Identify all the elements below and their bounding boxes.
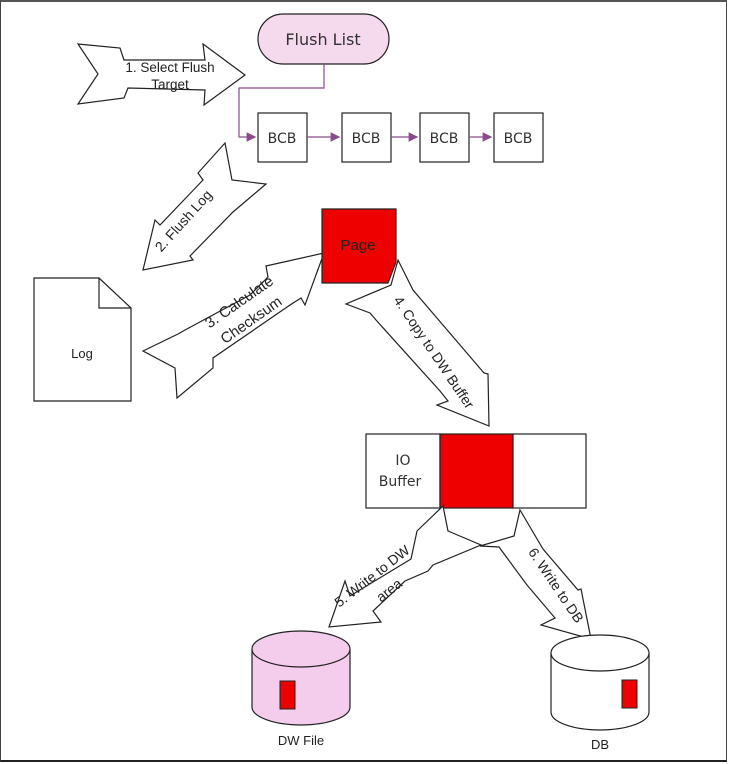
step-1-arrow: 1. Select Flush Target bbox=[76, 42, 247, 107]
dw-file-cylinder: DW File bbox=[251, 630, 351, 748]
io-buffer-label-line2: Buffer bbox=[379, 474, 422, 490]
bcb-node: BCB bbox=[341, 112, 392, 163]
page-node: Page bbox=[321, 208, 397, 284]
step-3-arrow: 3. Calculate Checksum bbox=[141, 252, 325, 400]
bcb-node: BCB bbox=[493, 112, 544, 163]
db-cylinder: DB bbox=[550, 634, 650, 752]
bcb-label: BCB bbox=[268, 131, 297, 147]
io-buffer-slot-label bbox=[365, 433, 441, 509]
io-buffer-slot-empty bbox=[512, 433, 587, 509]
step-1-label-line2: Target bbox=[151, 77, 189, 92]
log-label: Log bbox=[71, 346, 93, 361]
step-1-label-line1: 1. Select Flush bbox=[125, 60, 214, 75]
dw-file-label: DW File bbox=[278, 733, 324, 748]
flush-list-connector bbox=[238, 64, 325, 142]
flush-list-label: Flush List bbox=[285, 30, 360, 49]
dw-file-page-block bbox=[279, 680, 296, 710]
io-buffer: IO Buffer bbox=[365, 433, 587, 509]
bcb-node: BCB bbox=[419, 112, 470, 163]
flush-list-node: Flush List bbox=[257, 13, 390, 65]
bcb-label: BCB bbox=[430, 131, 459, 147]
db-label: DB bbox=[591, 737, 609, 752]
bcb-label: BCB bbox=[504, 131, 533, 147]
step-2-arrow: 2. Flush Log bbox=[142, 141, 268, 271]
step-4-arrow: 4. Copy to DW Buffer bbox=[344, 258, 490, 427]
page-label: Page bbox=[340, 237, 375, 254]
io-buffer-slot-page bbox=[439, 433, 514, 509]
bcb-node: BCB bbox=[257, 112, 308, 163]
step-6-arrow: 6. Write to DB bbox=[479, 508, 592, 640]
bcb-label: BCB bbox=[352, 131, 381, 147]
step-5-arrow: 5. Write to DW area bbox=[328, 504, 483, 628]
io-buffer-label-line1: IO bbox=[395, 453, 410, 469]
log-document: Log bbox=[33, 277, 132, 402]
db-page-block bbox=[621, 679, 638, 709]
